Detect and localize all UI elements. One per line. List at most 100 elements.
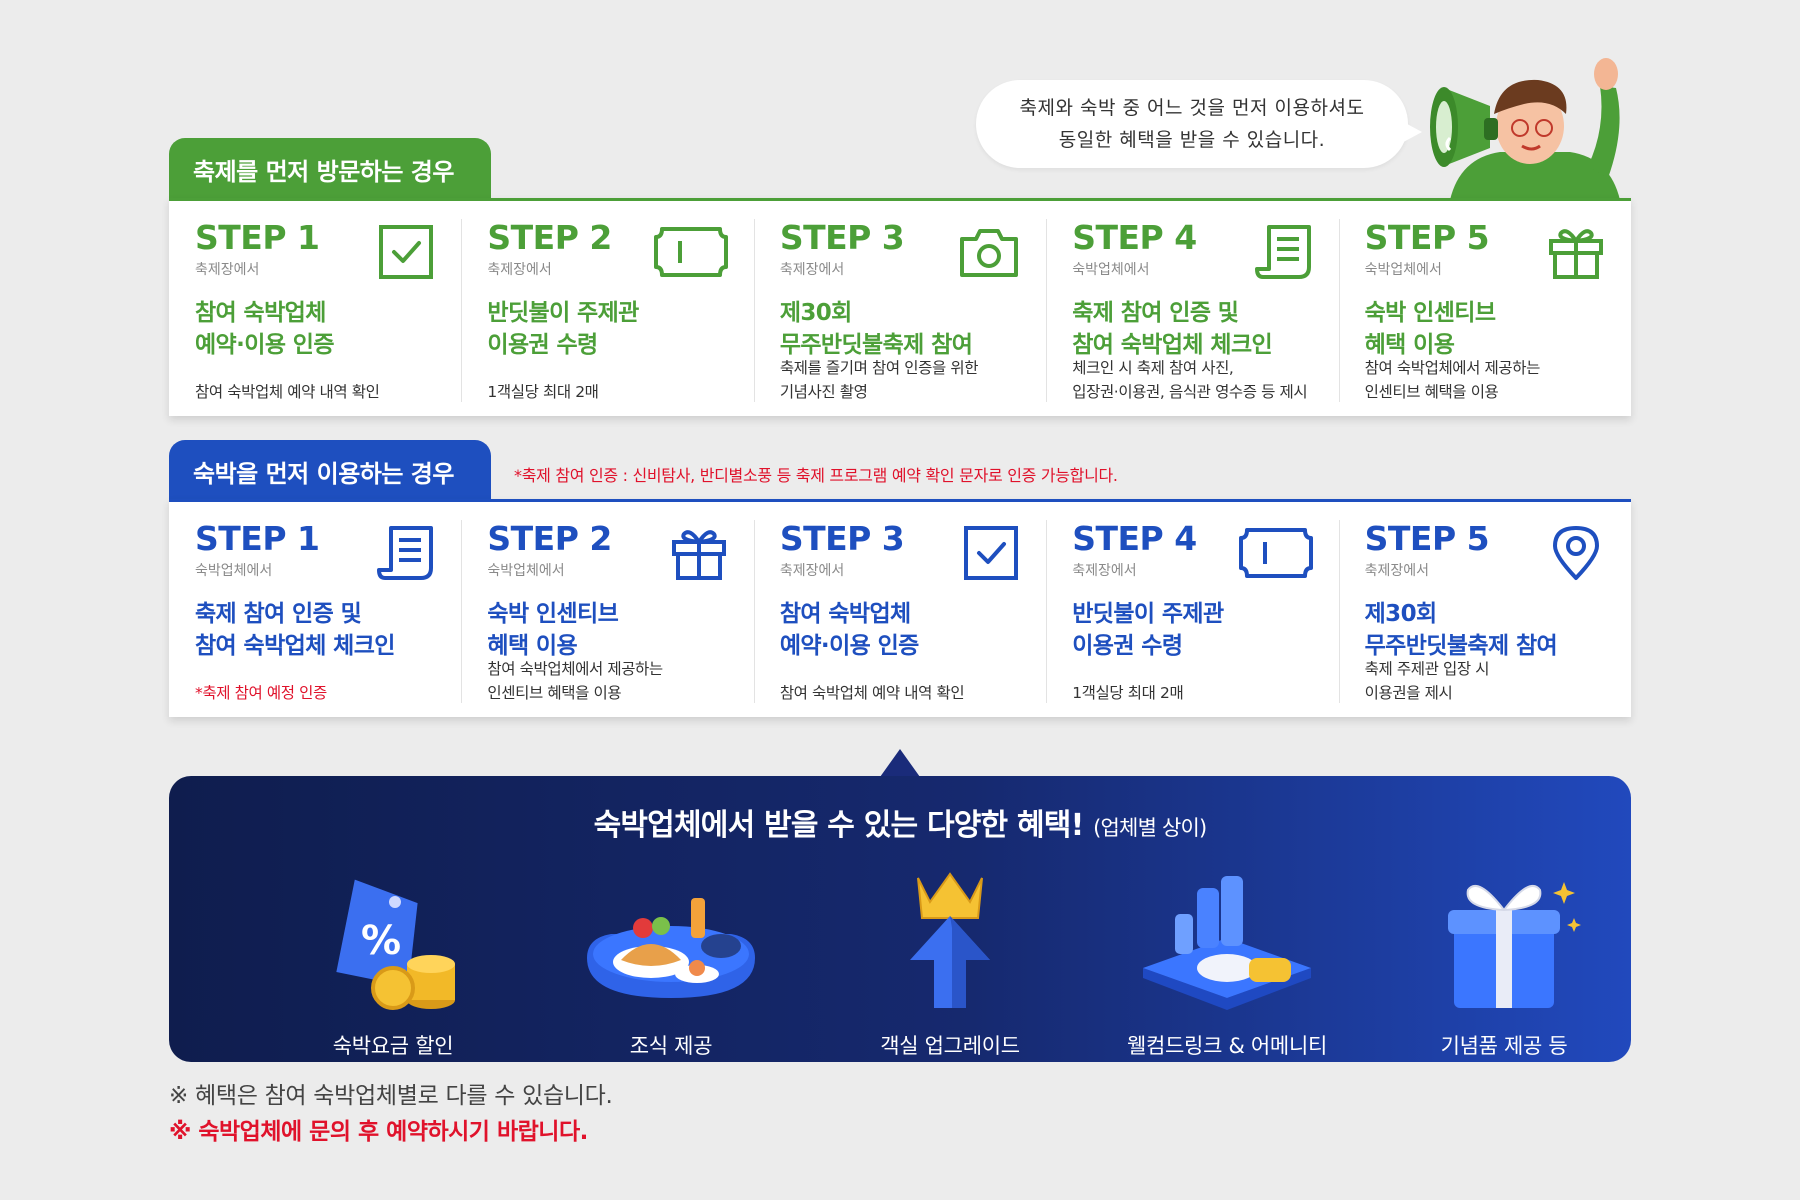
step-description: 1객실당 최대 2매 [1072,681,1184,705]
benefit-item: 웰컴드링크 & 어메니티 [1107,868,1347,1060]
step-card: STEP 4 숙박업체에서 축제 참여 인증 및 참여 숙박업체 체크인 체크인… [1046,201,1338,416]
camera-icon [960,229,1019,277]
step-heading: 반딧불이 주제관 이용권 수령 [487,297,729,361]
benefits-title-main: 숙박업체에서 받을 수 있는 다양한 혜택! [593,808,1085,843]
benefit-item: 객실 업그레이드 [830,868,1070,1060]
footer-note: ※ 혜택은 참여 숙박업체별로 다를 수 있습니다. [169,1083,613,1109]
step-heading: 축제 참여 인증 및 참여 숙박업체 체크인 [195,598,437,662]
bubble-line-1: 축제와 숙박 중 어느 것을 먼저 이용하셔도 [1019,97,1365,119]
step-card: STEP 1 축제장에서 참여 숙박업체 예약·이용 인증 참여 숙박업체 예약… [169,201,461,416]
benefits-title-note: (업체별 상이) [1093,816,1207,840]
step-description-line-2: 이용권을 제시 [1364,684,1453,702]
step-title: STEP 2 [487,218,612,257]
step-heading-line-2: 혜택 이용 [487,633,578,659]
footer-warning: ※ 숙박업체에 문의 후 예약하시기 바랍니다. [169,1119,588,1145]
gift-icon [671,530,726,580]
step-description: 체크인 시 축제 참여 사진, 입장권·이용권, 음식관 영수증 등 제시 [1072,356,1307,404]
benefit-label: 웰컴드링크 & 어메니티 [1126,1034,1327,1058]
benefits-pointer [880,749,920,777]
step-location: 숙박업체에서 [1072,262,1150,278]
step-description-line-1: 체크인 시 축제 참여 사진, [1072,359,1234,377]
step-description: 1객실당 최대 2매 [487,380,599,404]
step-description: 참여 숙박업체 예약 내역 확인 [779,681,965,705]
step-description-line-1: 참여 숙박업체에서 제공하는 [1364,359,1541,377]
tab-lodging-first: 숙박을 먼저 이용하는 경우 [169,440,491,502]
check-box-icon [964,526,1019,580]
step-heading-line-2: 무주반딧불축제 참여 [779,332,973,358]
receipt-icon [377,526,434,580]
step-title: STEP 3 [779,519,905,558]
step-description-line-1: 참여 숙박업체에서 제공하는 [487,660,663,678]
step-heading-line-1: 반딧불이 주제관 [1072,601,1224,627]
step-title: STEP 5 [1364,218,1490,257]
step-heading: 제30회 무주반딧불축제 참여 [1365,598,1607,662]
step-description-line-2: 인센티브 혜택을 이용 [487,684,622,702]
steps-panel-festival-first: STEP 1 축제장에서 참여 숙박업체 예약·이용 인증 참여 숙박업체 예약… [169,198,1631,416]
step-description-line-2: *축제 참여 예정 인증 [195,684,327,702]
step-heading-line-1: 숙박 인센티브 [487,601,619,627]
step-location: 축제장에서 [779,563,845,579]
step-heading-line-2: 참여 숙박업체 체크인 [195,633,395,659]
ticket-icon [653,227,728,277]
step-heading: 제30회 무주반딧불축제 참여 [780,297,1022,361]
step-heading-line-2: 이용권 수령 [1072,633,1183,659]
gift-box-icon [1448,882,1581,1008]
step-description: *축제 참여 예정 인증 [195,681,327,705]
benefit-label: 객실 업그레이드 [880,1034,1020,1058]
step-title: STEP 4 [1072,218,1197,257]
receipt-icon [1254,225,1311,279]
benefit-label: 기념품 제공 등 [1440,1034,1568,1058]
step-description: 참여 숙박업체에서 제공하는 인센티브 혜택을 이용 [487,657,663,705]
step-heading-line-2: 예약·이용 인증 [195,332,335,358]
step-heading-line-2: 참여 숙박업체 체크인 [1072,332,1273,358]
benefits-title: 숙박업체에서 받을 수 있는 다양한 혜택! (업체별 상이) [169,800,1631,844]
bubble-tail [1396,118,1422,146]
step-title: STEP 4 [1072,519,1197,558]
step-title: STEP 1 [195,519,320,558]
step-heading-line-1: 제30회 [1364,601,1438,627]
step-heading: 축제 참여 인증 및 참여 숙박업체 체크인 [1072,297,1314,361]
benefit-label: 숙박요금 할인 [332,1034,454,1058]
amenity-tray-icon [1143,876,1311,1010]
step-location: 축제장에서 [487,262,552,278]
step-heading-line-1: 제30회 [779,300,853,326]
step-heading-line-1: 참여 숙박업체 [195,300,326,326]
breakfast-tray-icon [587,898,755,998]
step-title: STEP 2 [487,519,612,558]
step-location: 숙박업체에서 [1364,262,1442,278]
step-card: STEP 5 축제장에서 제30회 무주반딧불축제 참여 축제 주제관 입장 시… [1338,502,1631,717]
check-box-icon [379,225,434,279]
bubble-line-2: 동일한 혜택을 받을 수 있습니다. [1058,129,1326,151]
step-card: STEP 1 숙박업체에서 축제 참여 인증 및 참여 숙박업체 체크인 *축제… [169,502,461,717]
step-description: 참여 숙박업체 예약 내역 확인 [195,380,380,404]
step-heading-line-2: 혜택 이용 [1364,332,1455,358]
tab-festival-first-label: 축제를 먼저 방문하는 경우 [193,157,454,186]
step-heading: 숙박 인센티브 혜택 이용 [1365,297,1607,361]
step-card: STEP 5 숙박업체에서 숙박 인센티브 혜택 이용 참여 숙박업체에서 제공… [1338,201,1631,416]
step-description-line-2: 참여 숙박업체 예약 내역 확인 [779,684,965,702]
step-heading-line-2: 무주반딧불축제 참여 [1364,633,1558,659]
certification-note: *축제 참여 인증 : 신비탐사, 반디별소풍 등 축제 프로그램 예약 확인 … [514,466,1118,485]
step-heading-line-2: 예약·이용 인증 [779,633,920,659]
step-location: 숙박업체에서 [487,563,565,579]
step-heading-line-1: 반딧불이 주제관 [487,300,639,326]
gift-icon [1549,229,1604,279]
benefit-item: 조식 제공 [551,868,791,1060]
steps-panel-lodging-first: STEP 1 숙박업체에서 축제 참여 인증 및 참여 숙박업체 체크인 *축제… [169,499,1631,717]
step-description: 축제 주제관 입장 시 이용권을 제시 [1364,657,1490,705]
tab-festival-first: 축제를 먼저 방문하는 경우 [169,138,491,200]
crown-arrow-icon [910,872,990,1008]
step-description: 참여 숙박업체에서 제공하는 인센티브 혜택을 이용 [1364,356,1541,404]
benefit-item: 기념품 제공 등 [1384,868,1624,1060]
step-description-line-2: 1객실당 최대 2매 [1072,684,1184,702]
step-title: STEP 5 [1364,519,1490,558]
step-heading-line-1: 축제 참여 인증 및 [1072,300,1239,326]
step-heading: 반딧불이 주제관 이용권 수령 [1072,598,1314,662]
step-location: 축제장에서 [195,262,260,278]
step-description-line-2: 기념사진 촬영 [779,383,868,401]
location-pin-icon [1553,526,1600,580]
ticket-icon [1238,528,1313,578]
step-heading-line-1: 참여 숙박업체 [779,601,911,627]
step-heading: 참여 숙박업체 예약·이용 인증 [780,598,1022,662]
step-card: STEP 2 축제장에서 반딧불이 주제관 이용권 수령 1객실당 최대 2매 [461,201,753,416]
